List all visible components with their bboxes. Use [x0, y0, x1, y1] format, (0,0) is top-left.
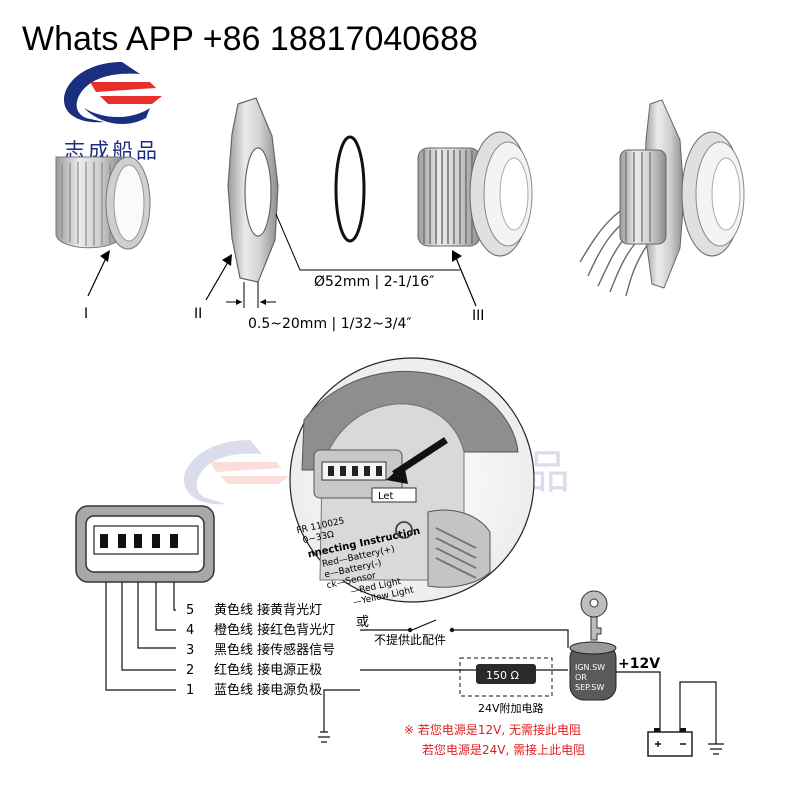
ignition-switch: IGN.SW OR SEP.SW [569, 590, 617, 701]
wire-lines [105, 582, 569, 743]
resistor-value: 150 Ω [486, 669, 519, 682]
part-ii-label: II [194, 306, 202, 322]
wire-2-label: 红色线 接电源正极 [214, 662, 322, 678]
switch-label-1: IGN.SW [575, 663, 605, 672]
wire-labels: 5 黄色线 接黄背光灯 4 橙色线 接红色背光灯 3 黑色线 接传感器信号 2 … [186, 602, 446, 698]
voltage-label: +12V [618, 656, 660, 672]
flange-nut-part: II Ø52mm | 2-1/16″ 0.5~20mm | 1/32~3/4″ [194, 97, 460, 332]
wire-2-number: 2 [186, 663, 194, 678]
part-i-label: I [84, 306, 88, 322]
wire-1-label: 蓝色线 接电源负极 [214, 682, 322, 698]
diameter-spec: Ø52mm | 2-1/16″ [314, 274, 434, 290]
label-tag: Let [378, 491, 394, 502]
thickness-spec: 0.5~20mm | 1/32~3/4″ [248, 316, 412, 332]
or-label: 或 [356, 615, 369, 630]
battery-icon [647, 728, 693, 757]
gauge-back-closeup: Let FR 110025 0~33Ω nnecting Instruction… [289, 357, 535, 608]
wire-4-number: 4 [186, 623, 194, 638]
part-iii-arrow [455, 257, 477, 307]
assembled-gauge [579, 99, 745, 297]
switch-label-3: SEP.SW [575, 683, 604, 692]
not-supplied-label: 不提供此配件 [374, 632, 446, 647]
wire-5-label: 黄色线 接黄背光灯 [214, 602, 322, 618]
resistor-circuit: 150 Ω 24V附加电路 [459, 657, 553, 715]
threaded-gauge-part: III [417, 131, 533, 324]
part-ii-arrow [205, 261, 229, 301]
wire-3-label: 黑色线 接传感器信号 [214, 642, 335, 658]
part-iii-label: III [472, 308, 484, 324]
brand-logo: 志成船品 [64, 62, 162, 163]
key-icon [580, 590, 608, 641]
note-12v: ※ 若您电源是12V, 无需接此电阻 [404, 722, 581, 737]
wire-5-number: 5 [186, 603, 194, 618]
resistor [476, 664, 536, 684]
wire-4-label: 橙色线 接红色背光灯 [214, 622, 335, 638]
connector-plug [75, 505, 215, 583]
part-i-arrow [87, 257, 107, 297]
wire-1-number: 1 [186, 683, 194, 698]
bezel-ring-part: I [55, 156, 151, 322]
contact-header: Whats APP +86 18817040688 [22, 20, 478, 58]
wire-3-number: 3 [186, 643, 194, 658]
switch-label-2: OR [575, 673, 587, 682]
recycle-icon [395, 521, 413, 539]
note-24v: 若您电源是24V, 需接上此电阻 [422, 742, 585, 757]
circuit-24v-label: 24V附加电路 [478, 701, 544, 715]
o-ring-part [334, 135, 366, 243]
battery-supply [616, 671, 724, 755]
